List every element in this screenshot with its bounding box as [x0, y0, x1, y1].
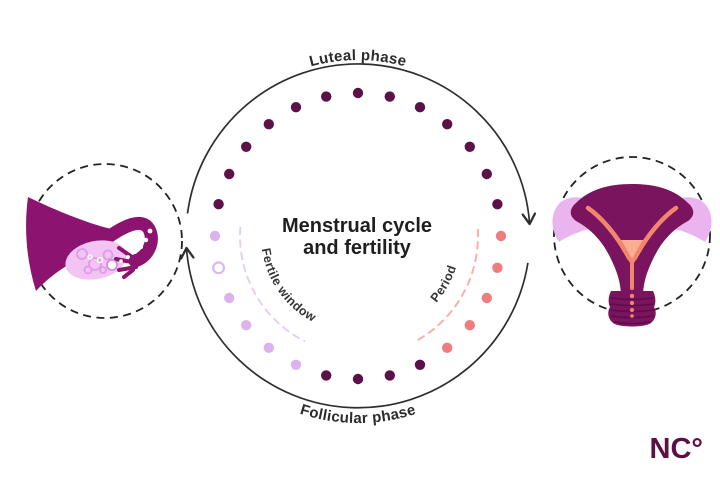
released-egg-icon: [106, 259, 118, 271]
period-dashed-arc: [417, 228, 479, 341]
cycle-day-dot-luteal: [321, 91, 332, 102]
cycle-day-dot-luteal: [241, 141, 252, 152]
cycle-day-dot-follicular: [321, 370, 332, 381]
luteal-phase-label: Luteal phase: [308, 47, 409, 70]
cycle-day-dot-fertile: [241, 320, 252, 331]
ovary-follicles-icon: [76, 248, 114, 275]
diagram-title-line2: and fertility: [303, 237, 412, 259]
uterus-illustration: [552, 156, 712, 327]
cervical-canal-dots-icon: [629, 293, 635, 318]
cycle-day-dot-period: [495, 230, 507, 242]
cycle-day-dot-luteal: [263, 119, 274, 130]
cycle-day-dot-fertile: [209, 230, 221, 242]
cycle-day-dot-fertile: [263, 342, 274, 353]
ovary-dashed-circle-icon: [27, 163, 183, 319]
cycle-day-dot-luteal: [492, 199, 503, 210]
cycle-day-dot-follicular: [384, 370, 395, 381]
diagram-title-line1: Menstrual cycle: [282, 215, 432, 237]
cycle-day-dot-luteal: [384, 91, 395, 102]
follicular-phase-label: Follicular phase: [298, 401, 418, 427]
cycle-day-dot-fertile: [224, 292, 235, 304]
cycle-day-dot-luteal: [464, 141, 475, 152]
cycle-dots: [209, 87, 507, 385]
fimbriae-icon: [114, 246, 139, 279]
ovary-follicle-highlights-icon: [87, 254, 104, 264]
cycle-day-dot-period: [492, 262, 503, 273]
cycle-day-dot-fertile: [290, 359, 302, 370]
luteal-arc-arrow: [186, 63, 537, 226]
cycle-day-dot-luteal: [352, 87, 364, 99]
fertile-window-dashed-arc: [239, 226, 306, 343]
follicular-arc-arrow: [180, 246, 529, 409]
nc-logo: NC°: [650, 433, 703, 465]
cycle-day-dot-luteal: [414, 102, 426, 113]
cycle-day-dot-luteal: [213, 199, 224, 210]
endometrium-lining-icon: [585, 205, 679, 290]
cycle-day-dot-follicular: [414, 359, 426, 370]
cycle-day-dot-period: [464, 320, 475, 331]
cycle-day-dot-follicular: [352, 373, 364, 385]
cycle-day-dot-period: [442, 342, 453, 353]
cycle-day-dot-luteal: [290, 102, 302, 113]
ovary-illustration: [26, 163, 183, 319]
cycle-day-dot-period: [481, 292, 492, 304]
cycle-day-dot-luteal: [224, 168, 235, 180]
cycle-day-dot-luteal: [481, 168, 492, 180]
egg-path-beads-icon: [119, 228, 153, 263]
fallopian-funnel-icon: [26, 197, 113, 291]
period-label: Period: [428, 263, 459, 305]
cycle-day-dot-ovulation: [212, 261, 226, 275]
cycle-day-dot-luteal: [442, 119, 453, 130]
